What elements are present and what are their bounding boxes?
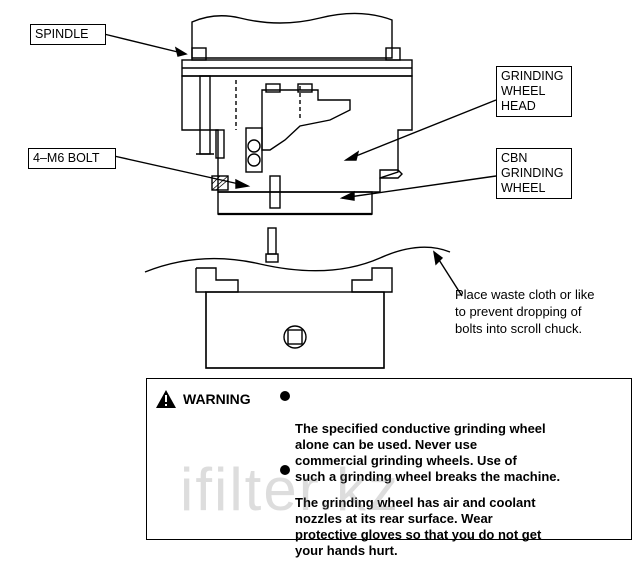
bullet-icon <box>280 391 290 401</box>
label-spindle: SPINDLE <box>30 24 106 45</box>
leader-wheel <box>341 175 497 199</box>
scroll-chuck <box>196 267 393 369</box>
leader-spindle <box>103 33 187 55</box>
warning-item-1: The specified conductive grinding wheel … <box>280 389 625 485</box>
bearing-bottom <box>247 153 261 167</box>
label-cbn-grinding-wheel: CBN GRINDING WHEEL <box>496 148 572 199</box>
bearing-top <box>247 139 261 153</box>
warning-item-1-text: The specified conductive grinding wheel … <box>295 421 561 484</box>
falling-bolt <box>267 227 277 255</box>
spindle-body <box>191 12 393 59</box>
chuck-key-socket <box>287 329 303 345</box>
bullet-icon <box>280 465 290 475</box>
label-m6-bolt: 4–M6 BOLT <box>28 148 116 169</box>
warning-item-2: The grinding wheel has air and coolant n… <box>280 463 625 559</box>
waste-cloth <box>144 246 451 273</box>
label-grinding-wheel-head: GRINDING WHEEL HEAD <box>496 66 572 117</box>
warning-item-2-text: The grinding wheel has air and coolant n… <box>295 495 542 558</box>
warning-header: WARNING <box>155 389 251 409</box>
waste-cloth-note: Place waste cloth or like to prevent dro… <box>455 287 595 336</box>
coolant-nozzle <box>379 169 403 179</box>
leader-bolt <box>113 155 249 187</box>
warning-title: WARNING <box>183 391 251 407</box>
warning-triangle-icon <box>156 390 176 408</box>
watermark: ifilter.kz <box>180 456 401 523</box>
warning-box: WARNING The specified conductive grindin… <box>146 378 632 558</box>
leader-head <box>345 99 497 161</box>
long-bolt <box>199 75 211 155</box>
